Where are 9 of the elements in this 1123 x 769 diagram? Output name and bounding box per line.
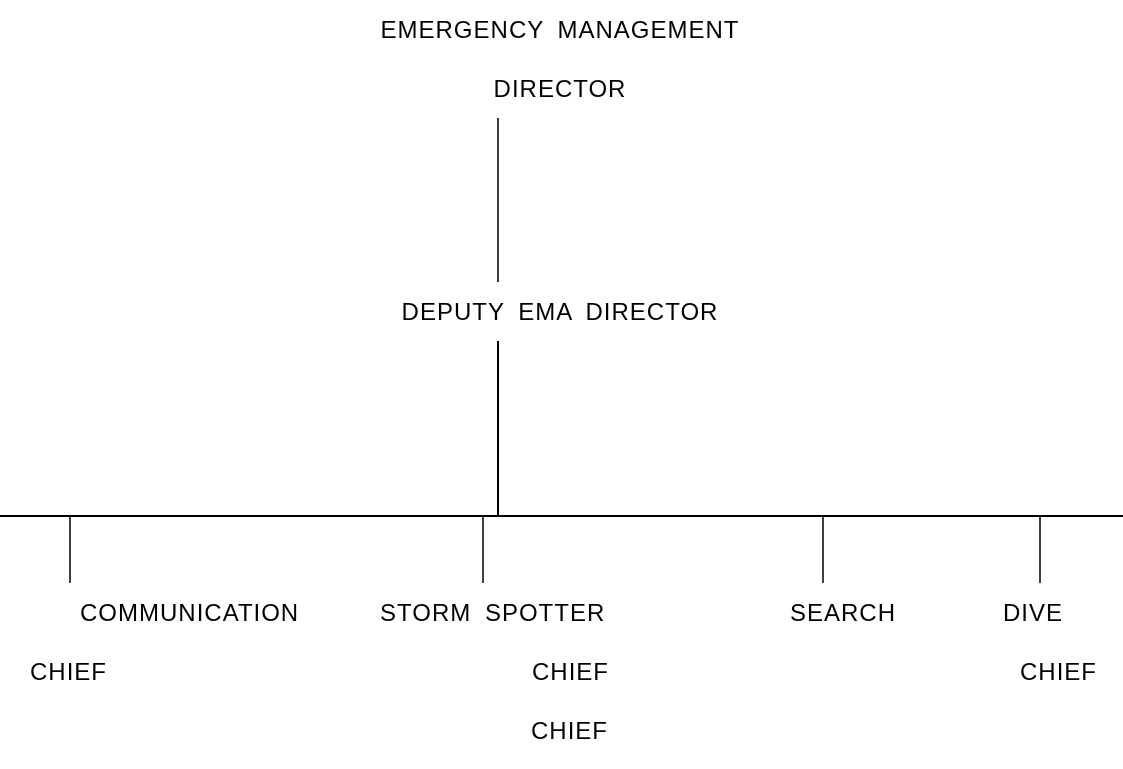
role-title: DEPUTY EMA DIRECTOR (300, 282, 820, 341)
connector-line (497, 340, 1041, 584)
role-title: STORM SPOTTER CHIEF (380, 583, 632, 701)
connector-line (497, 117, 499, 283)
role-title: DIVE CHIEF (1003, 583, 1113, 701)
role-title: EMERGENCY MANAGEMENT DIRECTOR (355, 0, 765, 118)
role-title: SEARCH (790, 583, 920, 642)
role-title: CHIEF (531, 716, 608, 746)
role-title: COMMUNICATION CHIEF (30, 583, 320, 701)
